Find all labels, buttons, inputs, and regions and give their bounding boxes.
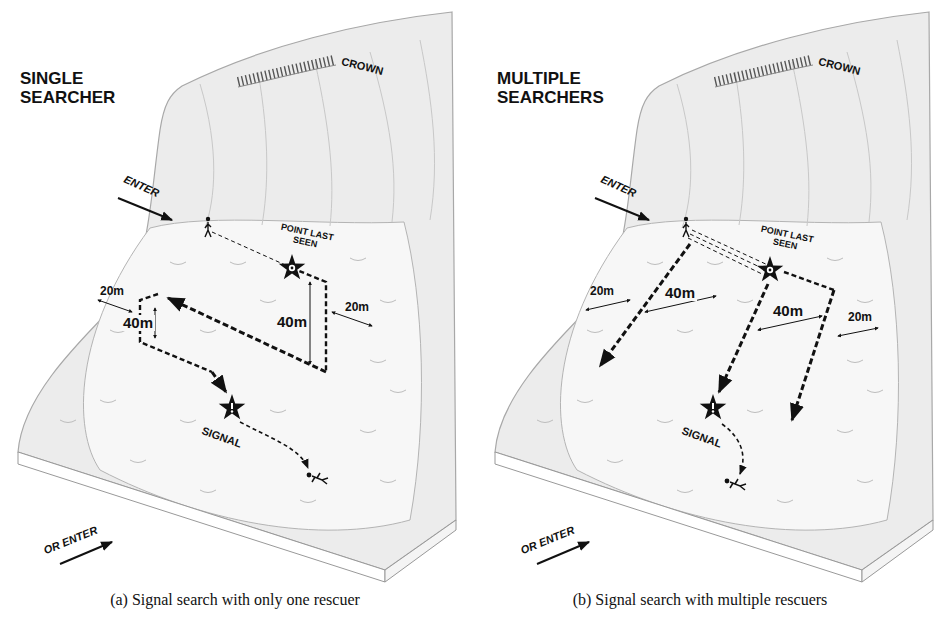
routes-a — [60, 198, 372, 564]
routes-b — [537, 198, 878, 564]
dimension: 20m — [345, 301, 369, 314]
caption: (a) Signal search with only one rescuer — [110, 591, 360, 609]
slope-a — [18, 12, 456, 582]
dimension: 40m — [275, 314, 309, 331]
caption: (b) Signal search with multiple rescuers — [573, 591, 828, 609]
dimension: 20m — [848, 311, 872, 324]
slope-b — [495, 12, 933, 582]
dimension: 20m — [590, 285, 614, 298]
dimension: 40m — [121, 315, 155, 332]
dimension: 40m — [771, 303, 805, 320]
dimension: 40m — [663, 285, 697, 302]
dimension: 20m — [100, 285, 124, 298]
panel-heading: MULTIPLE SEARCHERS — [497, 70, 627, 107]
panel-heading: SINGLE SEARCHER — [20, 70, 130, 107]
